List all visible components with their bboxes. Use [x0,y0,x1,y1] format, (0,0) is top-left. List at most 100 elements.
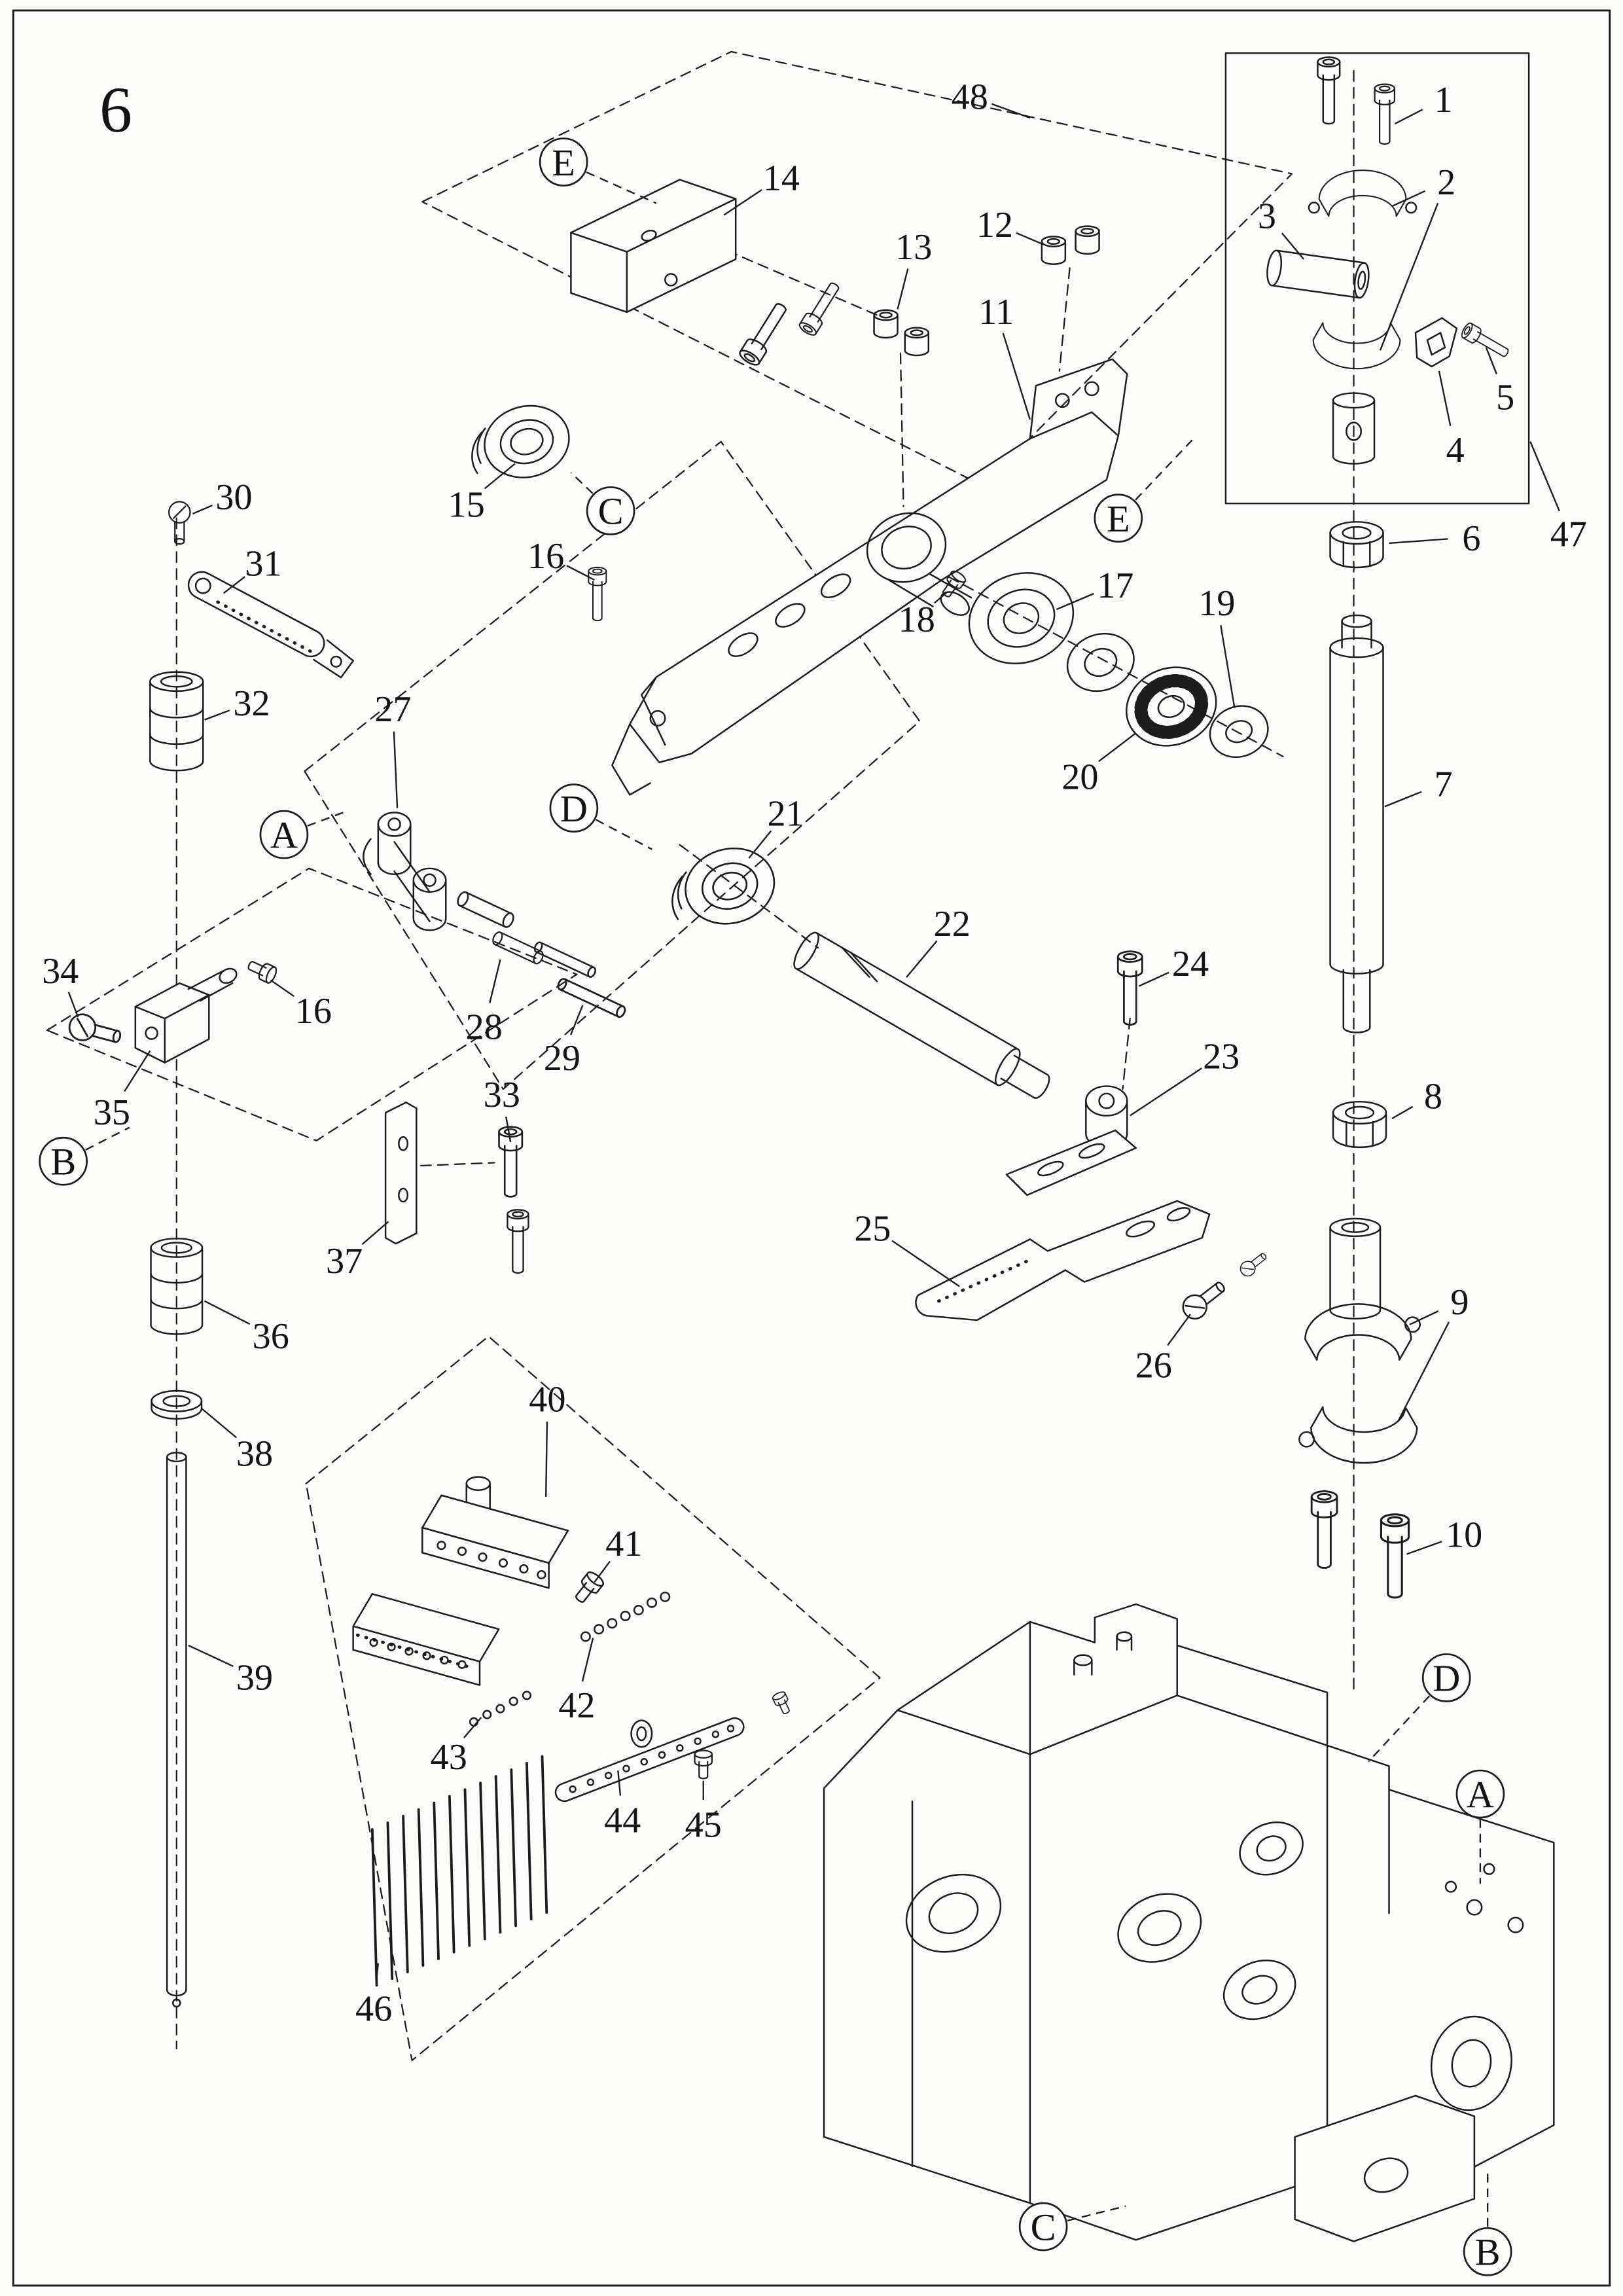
part-25-bracket [915,1200,1211,1321]
part-callout-25: 25 [854,1209,960,1287]
part-callout-30: 30 [192,477,253,518]
part-label-17: 17 [1097,565,1133,606]
ref-letter-E: E [1094,437,1196,543]
part-label-2: 2 [1437,162,1455,203]
ref-leader-B [85,1126,130,1151]
part-6-nut [1329,521,1384,569]
part-label-39: 39 [236,1657,273,1698]
part-46-needles [370,1755,548,1987]
part-label-7: 7 [1435,764,1453,805]
machine-body [823,1603,1555,2242]
part-callout-2: 2 [1379,162,1455,351]
ref-letter-text-D: D [560,787,588,830]
part-callout-34: 34 [42,951,79,1018]
leader-line-10 [1406,1541,1442,1555]
part-label-12: 12 [976,205,1013,245]
part-callout-8: 8 [1391,1076,1442,1120]
parts-artwork [65,52,1555,2242]
ref-letter-E: E [539,137,657,204]
leader-line-11 [1002,332,1031,420]
ref-letter-A: A [259,810,348,859]
part-label-31: 31 [245,543,281,584]
part-callout-18: 18 [899,591,948,640]
part-label-10: 10 [1446,1515,1482,1555]
part-callout-43: 43 [431,1717,482,1778]
part-label-26: 26 [1135,1346,1172,1386]
part-label-44: 44 [604,1801,641,1841]
ref-circle-E [539,137,588,187]
part-40-needle-clamp [352,1476,569,1686]
part-20-thrust-bearing [1126,666,1217,747]
leader-line-33 [505,1116,512,1143]
part-callout-16: 16 [527,536,595,581]
leader-line-12 [1016,232,1044,245]
part-2-hub [1332,392,1376,465]
part-26-screws [1177,1249,1270,1325]
ref-letter-text-A: A [270,814,298,856]
part-10-screws [1310,1490,1410,1599]
part-label-22: 22 [934,904,971,944]
part-callout-32: 32 [204,683,270,724]
part-33-screws [498,1126,529,1274]
part-callout-19: 19 [1198,583,1236,708]
part-label-13: 13 [895,227,932,268]
ref-leader-E [586,171,657,204]
part-38-washer [151,1390,203,1420]
part-13-nuts [873,309,929,357]
leader-line-3 [1281,232,1304,260]
part-39-needle-bar [166,1452,187,2008]
part-callout-29: 29 [544,1005,584,1079]
leader-line-13 [897,268,909,310]
ref-letter-text-E: E [1107,497,1130,540]
part-callout-21: 21 [748,794,804,859]
leader-line-34 [67,992,79,1018]
ref-circle-B [1463,2227,1512,2276]
part-callout-1: 1 [1394,80,1453,125]
part-label-8: 8 [1424,1076,1442,1117]
part-label-9: 9 [1450,1282,1469,1323]
leader-line-28 [489,959,501,1003]
leader-line-48 [991,103,1031,119]
part-label-23: 23 [1203,1037,1240,1077]
part-label-42: 42 [558,1685,595,1726]
part-label-5: 5 [1496,377,1514,418]
part-callout-27: 27 [374,689,411,808]
ref-letter-D: D [549,783,652,850]
leader-line-36 [204,1300,251,1325]
part-label-3: 3 [1258,196,1276,237]
part-callout-6: 6 [1389,518,1480,559]
leader-line-21 [748,830,772,859]
leader-line-15 [484,463,516,490]
part-callout-31: 31 [223,543,282,594]
part-44-guide [630,1719,653,1748]
part-callout-14: 14 [723,158,800,216]
part-label-35: 35 [94,1092,130,1133]
leader-line-41 [594,1560,611,1583]
part-label-27: 27 [374,689,411,730]
leader-line-27 [393,731,399,808]
part-callout-26: 26 [1135,1314,1191,1386]
leader-line-5 [1485,347,1497,374]
part-16-screw-upper [588,566,607,622]
part-callout-39: 39 [188,1644,273,1698]
part-28-pins [455,889,546,966]
part-14-block [570,179,737,314]
part-callout-24: 24 [1138,944,1209,987]
part-callout-12: 12 [976,205,1044,245]
part-callout-28: 28 [466,959,503,1048]
part-label-41: 41 [605,1524,642,1564]
ref-circle-D [549,783,599,833]
ref-letter-D: D [1368,1653,1471,1763]
ref-circle-E [1094,493,1143,543]
leader-line-1 [1394,109,1423,125]
part-5-screw [1459,321,1512,362]
part-callout-40: 40 [529,1379,566,1497]
part-label-40: 40 [529,1379,565,1420]
ref-leader-C [570,472,594,494]
leader-line-35 [124,1050,151,1092]
part-callout-3: 3 [1258,196,1304,260]
part-callout-45: 45 [685,1780,722,1845]
